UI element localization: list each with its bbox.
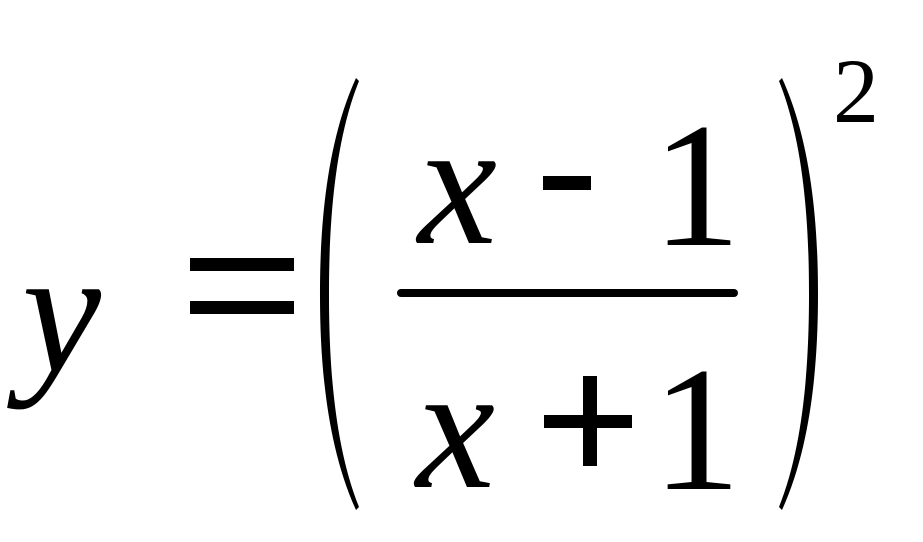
lhs-variable-y: y xyxy=(22,212,102,410)
right-parenthesis xyxy=(779,78,818,510)
numerator-variable-x: x xyxy=(418,84,498,282)
equals-bar-bottom xyxy=(190,301,294,314)
minus-sign xyxy=(543,176,591,190)
exponent: 2 xyxy=(833,40,879,142)
fraction-bar xyxy=(397,289,738,297)
denominator-constant: 1 xyxy=(652,330,741,528)
denominator-variable-x: x xyxy=(416,328,496,526)
equals-bar-top xyxy=(190,258,294,271)
numerator-constant: 1 xyxy=(652,86,741,284)
left-parenthesis xyxy=(320,78,359,510)
plus-bar-vertical xyxy=(583,376,597,466)
